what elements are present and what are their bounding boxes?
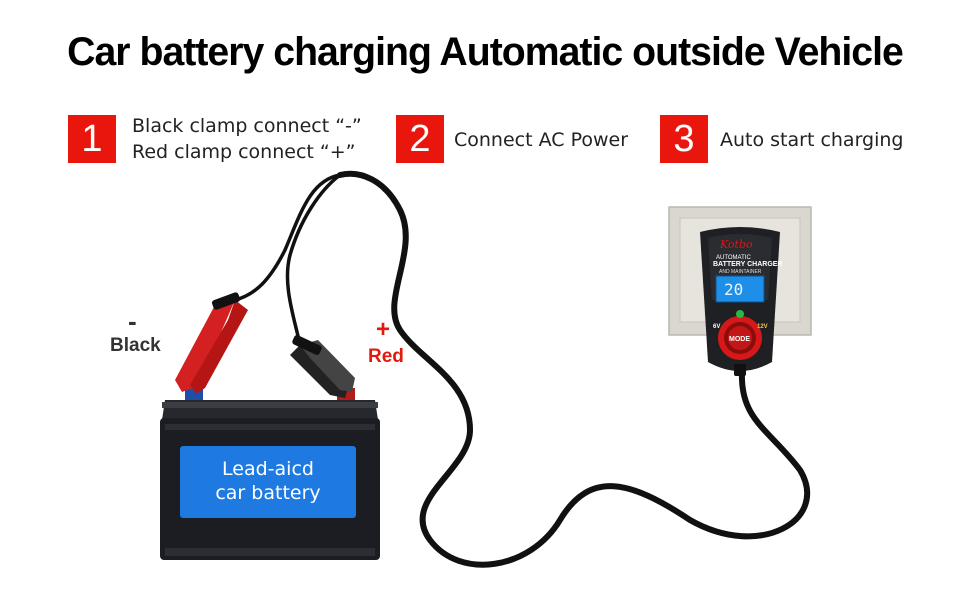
charger-subtitle: AND MAINTAINER xyxy=(719,269,762,275)
charger-6v-label: 6V xyxy=(713,324,720,330)
page-title: Car battery charging Automatic outside V… xyxy=(67,30,904,74)
black-terminal-label: Black xyxy=(110,335,161,356)
negative-clamp xyxy=(175,292,248,394)
charger-display-value: 20 xyxy=(724,280,743,299)
charger-model: AUTOMATIC xyxy=(716,255,751,261)
charger-12v-label: 12V xyxy=(757,324,768,330)
positive-clamp xyxy=(290,335,355,398)
red-terminal-sign: + xyxy=(376,316,391,343)
black-terminal-sign: - xyxy=(128,306,137,336)
charger-cable xyxy=(233,170,810,568)
battery-charger xyxy=(700,227,780,376)
step-3-text: Auto start charging xyxy=(720,129,904,151)
step-1-line-2: Red clamp connect “+” xyxy=(132,141,356,163)
charger-brand: Kotbo xyxy=(719,238,753,251)
step-2-badge: 2 xyxy=(396,115,444,163)
step-3-badge: 3 xyxy=(660,115,708,163)
charger-mode-label: MODE xyxy=(729,336,750,343)
battery-label-line-2: car battery xyxy=(215,482,320,504)
red-terminal-label: Red xyxy=(368,346,404,367)
step-2-text: Connect AC Power xyxy=(454,129,629,151)
step-1-badge: 1 xyxy=(68,115,116,163)
step-1-text: Black clamp connect “-” Red clamp connec… xyxy=(132,113,362,165)
step-1-line-1: Black clamp connect “-” xyxy=(132,115,362,137)
charger-title: BATTERY CHARGER xyxy=(713,261,782,268)
battery-label-line-1: Lead-aicd xyxy=(222,458,314,480)
car-battery xyxy=(160,388,380,560)
